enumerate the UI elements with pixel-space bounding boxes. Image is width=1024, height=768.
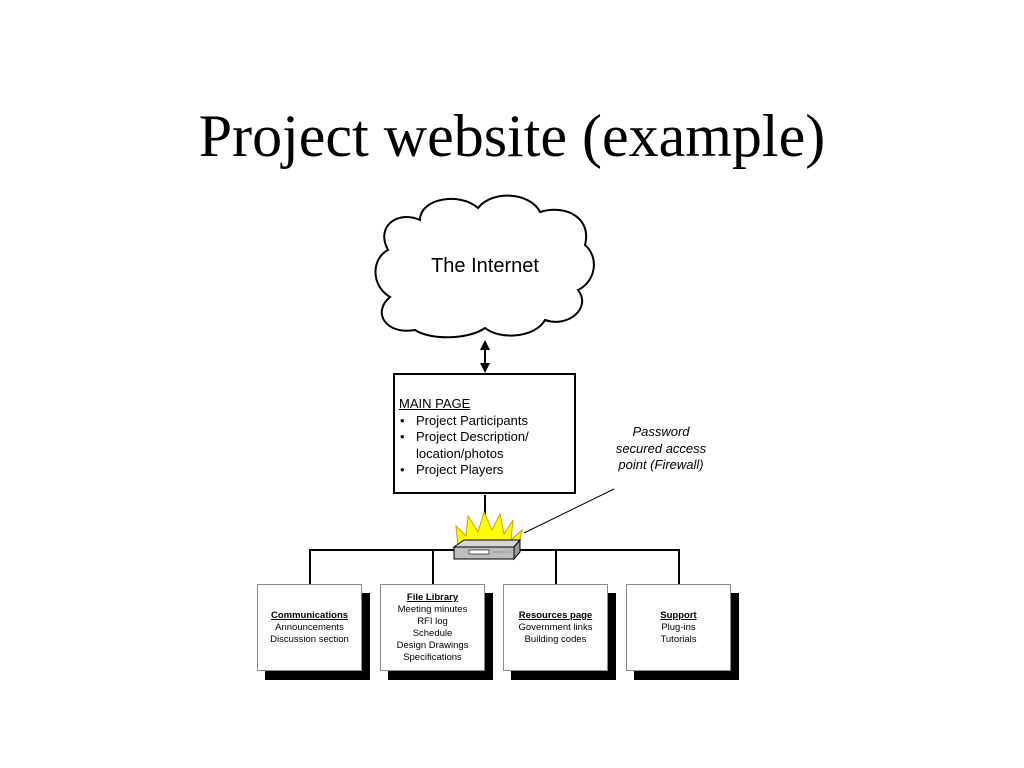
section-line: Specifications bbox=[403, 651, 462, 663]
slide-title: Project website (example) bbox=[198, 103, 826, 169]
main-page-list: Project Participants Project Description… bbox=[399, 413, 574, 479]
firewall-annotation: Password secured access point (Firewall) bbox=[615, 424, 707, 472]
section-card-communications: Communications Announcements Discussion … bbox=[257, 584, 362, 671]
main-page-title: MAIN PAGE bbox=[399, 396, 471, 411]
internet-label: The Internet bbox=[431, 255, 539, 277]
section-line: Government links bbox=[518, 621, 593, 633]
section-line: Announcements bbox=[275, 621, 344, 633]
bidirectional-arrow-icon bbox=[480, 340, 490, 373]
section-line: Schedule bbox=[412, 627, 453, 639]
internet-cloud-icon bbox=[374, 194, 595, 339]
main-page-box: MAIN PAGE Project Participants Project D… bbox=[393, 373, 576, 494]
section-line: Tutorials bbox=[660, 633, 697, 645]
main-page-item: Project Participants bbox=[399, 413, 574, 430]
section-title: Support bbox=[660, 609, 697, 621]
section-title: Communications bbox=[270, 609, 349, 621]
section-line: Discussion section bbox=[270, 633, 349, 645]
section-line: Plug-ins bbox=[661, 621, 696, 633]
section-card-support: Support Plug-ins Tutorials bbox=[626, 584, 731, 671]
fire-icon bbox=[455, 510, 523, 548]
section-line: Meeting minutes bbox=[397, 603, 468, 615]
section-line: Design Drawings bbox=[396, 639, 469, 651]
section-card-resources: Resources page Government links Building… bbox=[503, 584, 608, 671]
section-line: RFI log bbox=[417, 615, 448, 627]
firewall-server-icon bbox=[452, 510, 523, 561]
main-page-item: Project Players bbox=[399, 462, 574, 479]
annotation-pointer-line bbox=[523, 488, 615, 534]
section-card-file-library: File Library Meeting minutes RFI log Sch… bbox=[380, 584, 485, 671]
section-title: Resources page bbox=[518, 609, 593, 621]
main-page-item: Project Description/ location/photos bbox=[399, 429, 574, 462]
section-title: File Library bbox=[406, 591, 459, 603]
section-line: Building codes bbox=[524, 633, 587, 645]
